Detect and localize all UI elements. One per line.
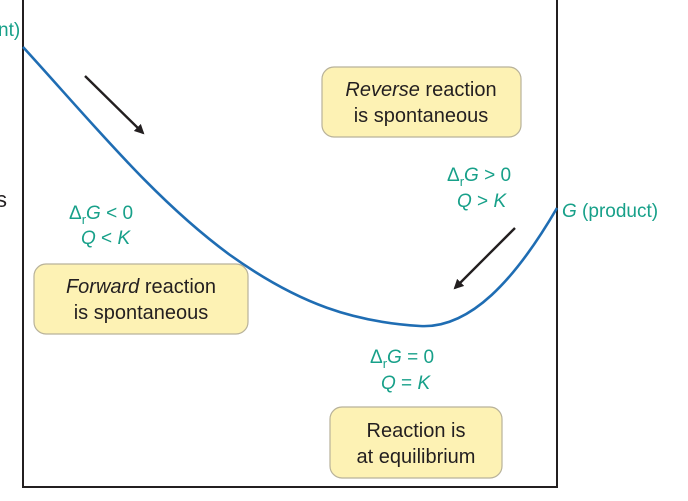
svg-text:Reaction is: Reaction is — [367, 420, 466, 442]
svg-text:at equilibrium: at equilibrium — [357, 446, 476, 468]
reverse-direction-arrow-icon — [453, 227, 516, 290]
equilibrium-condition-q-k: Q = K — [381, 373, 431, 394]
equilibrium-condition-delta-g: ΔrG = 0 — [370, 347, 434, 371]
product-label: G (product) — [562, 201, 658, 222]
reverse-condition-delta-g: ΔrG > 0 — [447, 165, 511, 189]
svg-text:Reverse reaction: Reverse reaction — [345, 79, 496, 101]
forward-reaction-box: Forward reaction is spontaneous — [33, 263, 249, 335]
forward-condition-q-k: Q < K — [81, 228, 131, 249]
forward-direction-arrow-icon — [84, 75, 145, 135]
svg-text:Forward reaction: Forward reaction — [66, 276, 216, 298]
left-text-fragment: s — [0, 187, 7, 212]
forward-condition-delta-g: ΔrG < 0 — [69, 203, 133, 227]
gibbs-energy-curve — [22, 46, 559, 328]
reverse-condition-q-k: Q > K — [457, 191, 507, 212]
svg-text:is spontaneous: is spontaneous — [354, 105, 489, 127]
left-axis-label-fragment: nt) — [0, 20, 20, 41]
reverse-reaction-box: Reverse reaction is spontaneous — [321, 66, 522, 138]
equilibrium-box: Reaction is at equilibrium — [329, 406, 503, 479]
svg-text:is spontaneous: is spontaneous — [74, 302, 209, 324]
